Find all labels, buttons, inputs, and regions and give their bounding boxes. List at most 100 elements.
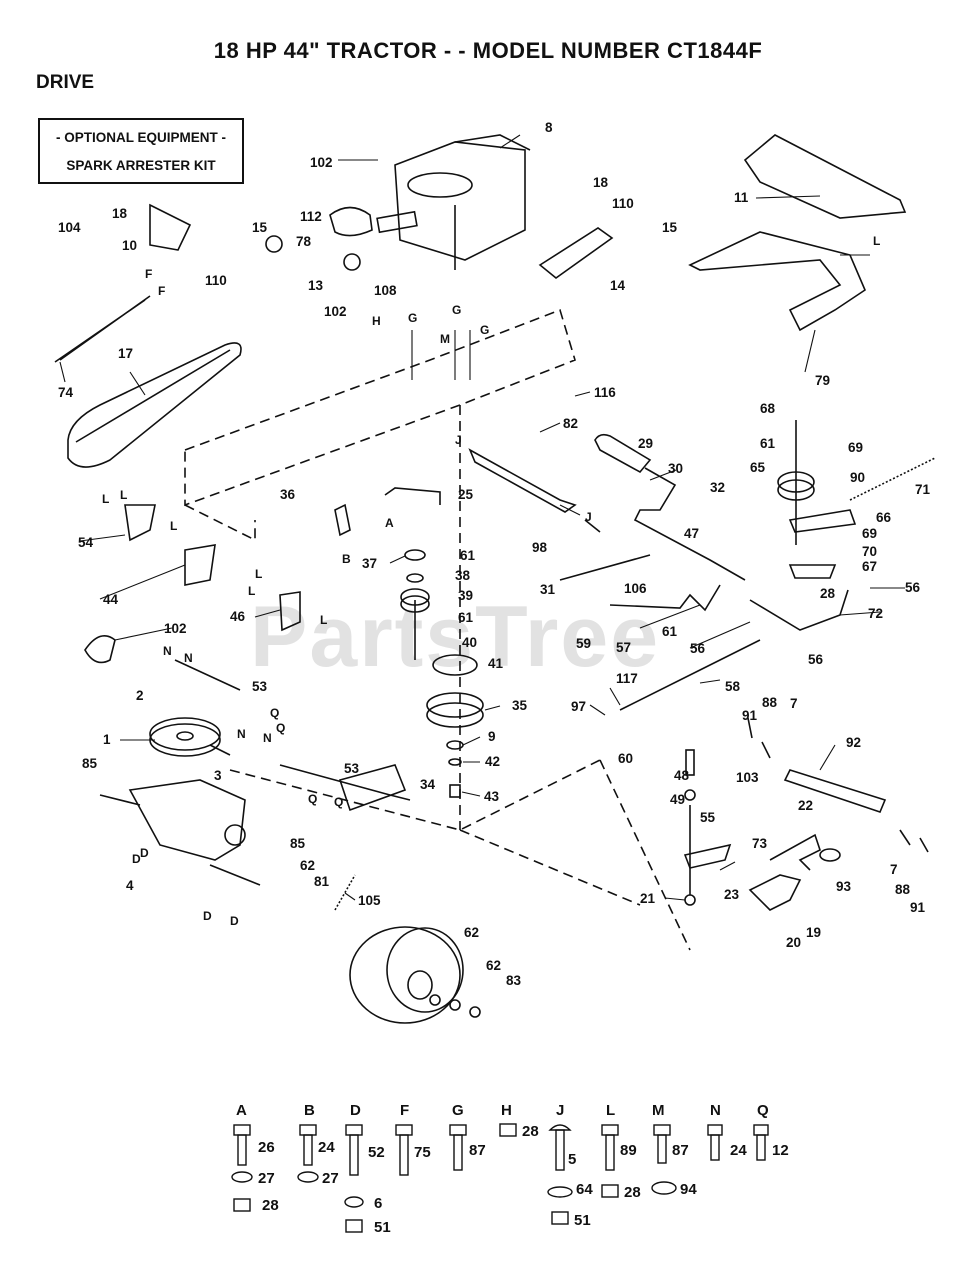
drive-belt bbox=[67, 342, 242, 468]
frame-outline bbox=[184, 308, 691, 951]
ref-letter: N bbox=[184, 651, 193, 665]
callout: 85 bbox=[82, 756, 98, 771]
callout: 37 bbox=[362, 556, 377, 571]
callout: 102 bbox=[310, 155, 333, 170]
part-number: 87 bbox=[672, 1142, 689, 1159]
callout: 65 bbox=[750, 460, 766, 475]
callout: 61 bbox=[460, 548, 476, 563]
bracket-46 bbox=[279, 591, 301, 632]
ref-letter: G bbox=[452, 303, 461, 317]
callout: 14 bbox=[610, 278, 626, 293]
callout: 56 bbox=[905, 580, 921, 595]
callout: 32 bbox=[710, 480, 725, 495]
shift-rod bbox=[174, 659, 241, 756]
callout: 17 bbox=[118, 346, 133, 361]
callout: 61 bbox=[458, 610, 474, 625]
bolt-icon bbox=[349, 1134, 359, 1176]
part-number: 6 bbox=[374, 1195, 382, 1212]
bolt-91 bbox=[747, 717, 771, 759]
callout: 29 bbox=[638, 436, 653, 451]
bolt-icon bbox=[657, 1134, 667, 1164]
part-number: 24 bbox=[318, 1139, 335, 1156]
callout: 39 bbox=[458, 588, 473, 603]
callout: 38 bbox=[455, 568, 471, 583]
pedal-lever bbox=[594, 433, 746, 581]
bolt-icon bbox=[710, 1134, 720, 1161]
callout: 43 bbox=[484, 789, 500, 804]
callout: 105 bbox=[358, 893, 381, 908]
bolt-icon bbox=[605, 1134, 615, 1171]
part-number: 27 bbox=[322, 1170, 339, 1187]
bracket-54 bbox=[124, 504, 156, 542]
part-number: 51 bbox=[574, 1212, 591, 1229]
callout: 2 bbox=[136, 688, 144, 703]
nut-icon bbox=[345, 1219, 363, 1233]
callout: 85 bbox=[290, 836, 306, 851]
bolt-icon bbox=[453, 1134, 463, 1171]
callout: 41 bbox=[488, 656, 504, 671]
callout: 102 bbox=[324, 304, 347, 319]
callout: 71 bbox=[915, 482, 931, 497]
ref-letter: Q bbox=[270, 706, 279, 720]
callout: 98 bbox=[532, 540, 548, 555]
callout: 28 bbox=[820, 586, 836, 601]
callout: 31 bbox=[540, 582, 556, 597]
ref-letter: L bbox=[102, 492, 109, 506]
callout: 54 bbox=[78, 535, 94, 550]
callout: 7 bbox=[890, 862, 898, 877]
callout: 90 bbox=[850, 470, 865, 485]
callout: 81 bbox=[314, 874, 330, 889]
ref-letter: L bbox=[320, 613, 327, 627]
hardware-letter-q: Q bbox=[757, 1102, 769, 1119]
callout: 68 bbox=[760, 401, 776, 416]
callout: 7 bbox=[790, 696, 798, 711]
ref-letter: H bbox=[372, 314, 381, 328]
part-number: 75 bbox=[414, 1144, 431, 1161]
callout: 97 bbox=[571, 699, 586, 714]
nut-icon bbox=[233, 1198, 251, 1212]
callout: 69 bbox=[848, 440, 863, 455]
callout: 25 bbox=[458, 487, 474, 502]
callout: 55 bbox=[700, 810, 716, 825]
part-number: 87 bbox=[469, 1142, 486, 1159]
callout: 20 bbox=[786, 935, 801, 950]
washer-icon bbox=[651, 1181, 677, 1195]
callout: 88 bbox=[762, 695, 778, 710]
callout: 8 bbox=[545, 120, 553, 135]
part-number: 12 bbox=[772, 1142, 789, 1159]
callout: 79 bbox=[815, 373, 830, 388]
callout: 22 bbox=[798, 798, 813, 813]
callout: 112 bbox=[300, 209, 322, 224]
callout: 91 bbox=[742, 708, 758, 723]
callout: 13 bbox=[308, 278, 324, 293]
spark-arrester-kit-line: SPARK ARRESTER KIT bbox=[66, 158, 216, 173]
brackets-11-79 bbox=[688, 134, 907, 332]
callout: 82 bbox=[563, 416, 578, 431]
part-number: 28 bbox=[624, 1184, 641, 1201]
callout: 57 bbox=[616, 640, 631, 655]
ref-letter: Q bbox=[334, 795, 343, 809]
rod-58 bbox=[619, 639, 761, 711]
rod bbox=[749, 589, 849, 631]
callout: 23 bbox=[724, 887, 740, 902]
bar-34 bbox=[338, 764, 407, 812]
callout: 11 bbox=[734, 190, 749, 205]
ref-letter: L bbox=[873, 234, 880, 248]
bolt-icon bbox=[237, 1134, 247, 1166]
nut-icon bbox=[601, 1184, 619, 1198]
idler-assembly bbox=[777, 420, 857, 579]
part-number: 89 bbox=[620, 1142, 637, 1159]
callout: 74 bbox=[58, 385, 74, 400]
ref-letter: J bbox=[585, 510, 592, 524]
callout: 48 bbox=[674, 768, 690, 783]
exhaust-parts bbox=[149, 203, 614, 280]
callout: 62 bbox=[486, 958, 501, 973]
callout: 110 bbox=[205, 273, 227, 288]
nut-icon bbox=[551, 1211, 569, 1225]
bracket-102 bbox=[84, 634, 116, 664]
callout: 56 bbox=[808, 652, 824, 667]
leader-lines bbox=[59, 134, 905, 901]
hardware-letter-n: N bbox=[710, 1102, 721, 1119]
part-number: 94 bbox=[680, 1181, 697, 1198]
linkage-58 bbox=[609, 584, 721, 612]
